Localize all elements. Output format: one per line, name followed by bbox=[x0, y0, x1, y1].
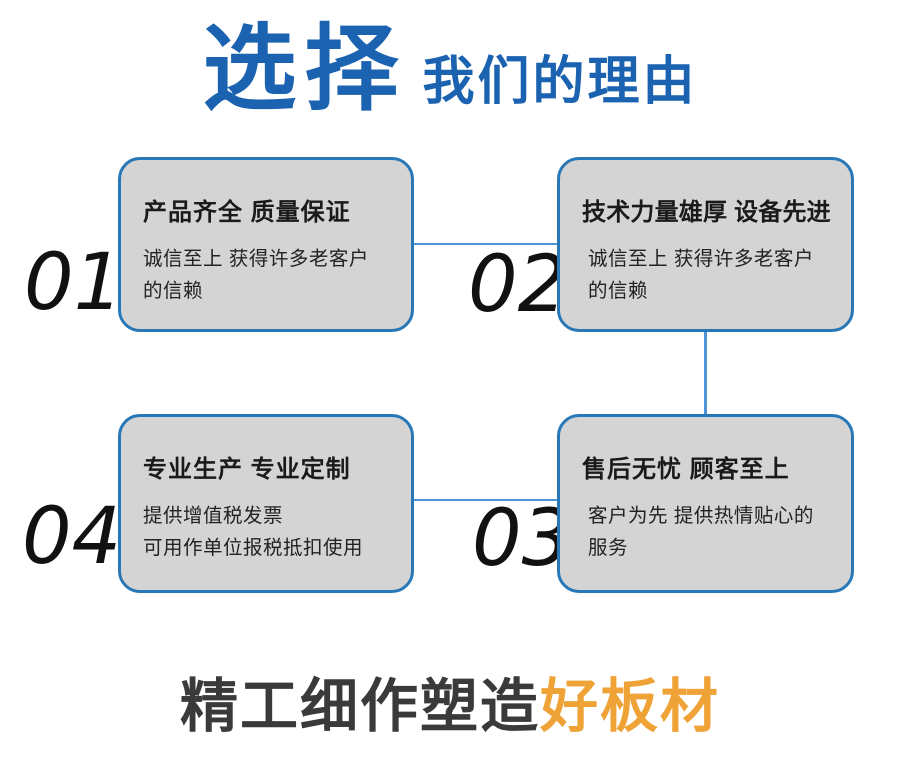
reason-card-products: 产品齐全 质量保证 诚信至上 获得许多老客户 的信赖 bbox=[118, 157, 414, 332]
title-primary: 选择 bbox=[202, 16, 407, 121]
step-number-03: 03 bbox=[472, 494, 572, 584]
footer-slogan: 精工细作塑造好板材 bbox=[0, 674, 900, 741]
page-title: 选择 我们的理由 bbox=[0, 22, 900, 116]
description-line-2: 的信赖 bbox=[143, 279, 204, 302]
description-line-1: 提供增值税发票 bbox=[143, 505, 284, 527]
description-line-2: 可用作单位报税抵扣使用 bbox=[143, 536, 364, 559]
description-line-1: 诚信至上 获得许多老客户 bbox=[143, 248, 369, 270]
reason-card-title: 专业生产 专业定制 bbox=[143, 456, 351, 483]
reason-card-description: 诚信至上 获得许多老客户 的信赖 bbox=[143, 244, 393, 307]
reason-card-title: 售后无忧 顾客至上 bbox=[582, 456, 790, 483]
description-line-2: 的信赖 bbox=[588, 279, 649, 302]
description-line-1: 客户为先 提供热情贴心的 bbox=[588, 505, 814, 527]
reason-card-description: 客户为先 提供热情贴心的 服务 bbox=[582, 501, 833, 564]
reason-card-description: 诚信至上 获得许多老客户 的信赖 bbox=[582, 244, 833, 307]
step-number-01: 01 bbox=[24, 238, 124, 328]
reason-card-customization: 专业生产 专业定制 提供增值税发票 可用作单位报税抵扣使用 bbox=[118, 414, 414, 593]
step-number-02: 02 bbox=[468, 240, 568, 330]
footer-slogan-accent: 好板材 bbox=[540, 674, 721, 739]
reason-card-aftersales: 售后无忧 顾客至上 客户为先 提供热情贴心的 服务 bbox=[557, 414, 854, 593]
description-line-1: 诚信至上 获得许多老客户 bbox=[588, 248, 814, 270]
connector-box2-box3 bbox=[704, 331, 707, 415]
reason-card-title: 产品齐全 质量保证 bbox=[143, 199, 351, 226]
title-secondary: 我们的理由 bbox=[422, 53, 698, 111]
connector-box4-box3 bbox=[413, 499, 558, 501]
reason-card-technology: 技术力量雄厚 设备先进 诚信至上 获得许多老客户 的信赖 bbox=[557, 157, 854, 332]
description-line-2: 服务 bbox=[588, 536, 629, 559]
step-number-04: 04 bbox=[22, 492, 122, 582]
footer-slogan-dark: 精工细作塑造 bbox=[179, 674, 540, 739]
reason-card-title: 技术力量雄厚 设备先进 bbox=[582, 199, 831, 226]
connector-box1-box2 bbox=[413, 243, 558, 245]
reason-card-description: 提供增值税发票 可用作单位报税抵扣使用 bbox=[143, 501, 393, 564]
